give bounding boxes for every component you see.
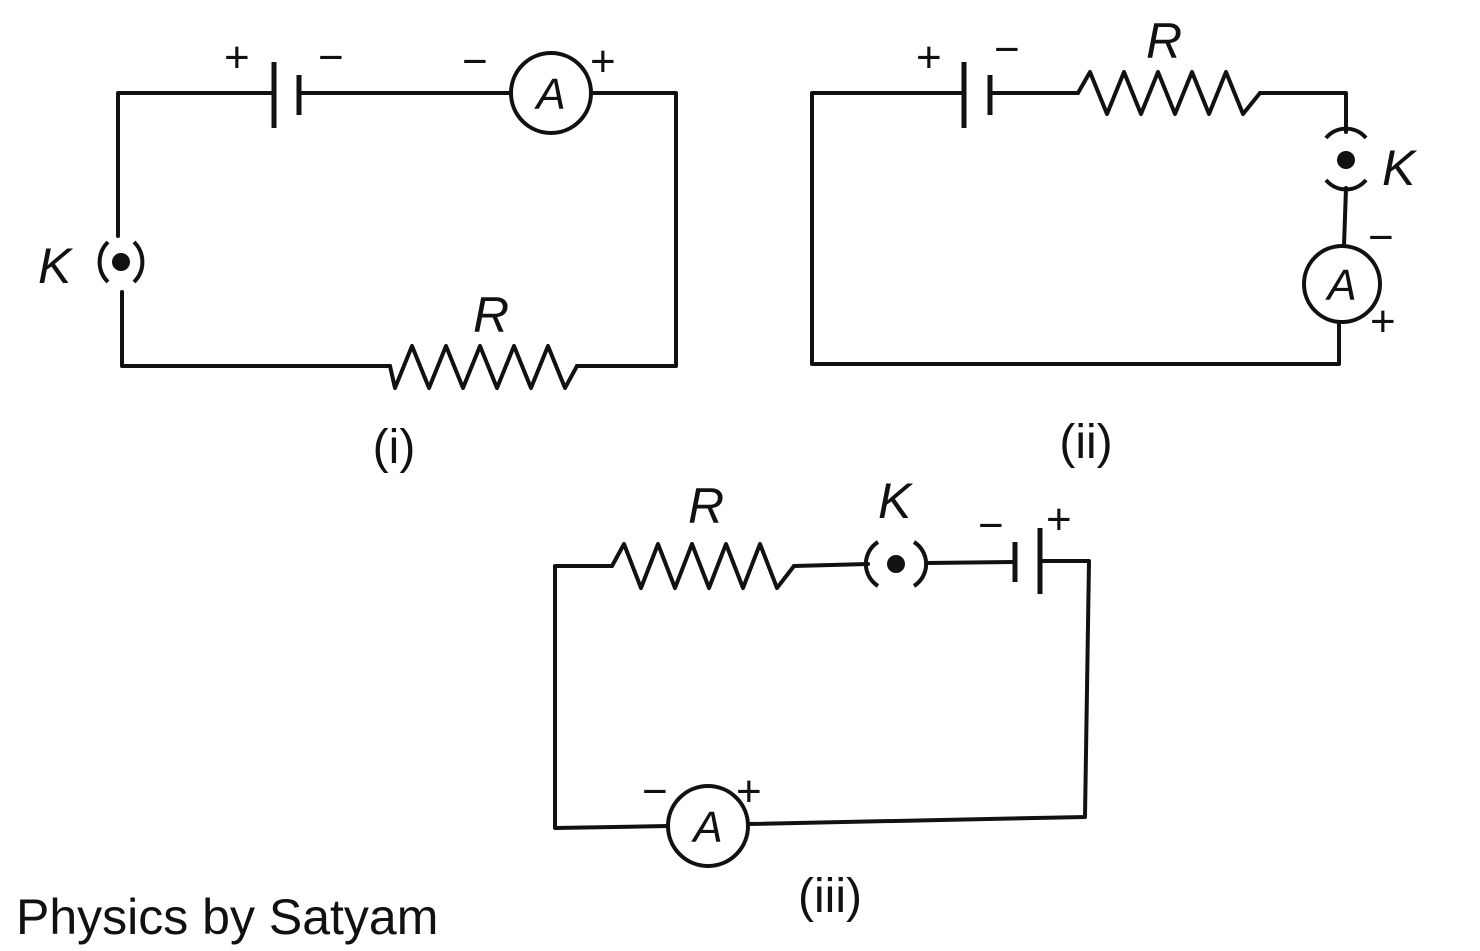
circuit-ii-key-top-arc <box>1324 126 1368 140</box>
circuit-ii-ammeter-letter: A <box>1324 261 1356 310</box>
circuit-i-ammeter-minus: − <box>462 37 488 86</box>
circuit-ii-wire-right-top <box>1258 91 1348 134</box>
circuit-ii-wire-left <box>810 91 1341 366</box>
circuit-ii-ammeter <box>1302 244 1382 324</box>
circuit-i-ammeter-plus: + <box>590 37 616 86</box>
circuit-iii-key-label: K <box>878 473 914 529</box>
circuit-iii-wire-top-middle <box>792 562 870 568</box>
circuit-ii-key-plug <box>1337 151 1355 169</box>
circuit-i-key-right-arc <box>132 240 145 284</box>
circuit-iii-ammeter-plus: + <box>736 767 762 816</box>
circuit-iii-resistor <box>610 542 796 590</box>
circuit-ii-battery-plus: + <box>916 33 942 82</box>
circuit-iii: R K − + − + A (iii) <box>553 473 1091 923</box>
circuit-i-wire-top-left <box>116 91 274 232</box>
circuit-iii-wire-left <box>553 564 670 830</box>
circuit-i-resistor <box>388 344 579 390</box>
circuit-ii-ammeter-plus: + <box>1370 297 1396 346</box>
watermark-text: Physics by Satyam <box>16 889 438 945</box>
circuit-iii-wire-top-right <box>924 560 1015 565</box>
circuit-iii-key-plug <box>887 555 905 573</box>
circuit-iii-battery-minus: − <box>978 501 1004 550</box>
circuit-ii-ammeter-minus: − <box>1368 213 1394 262</box>
circuit-ii-battery-minus: − <box>994 25 1020 74</box>
circuit-ii-wire-right-middle <box>1342 186 1348 248</box>
circuit-iii-ammeter <box>666 784 750 868</box>
circuit-i-caption: (i) <box>373 421 416 474</box>
circuit-iii-wire-right <box>746 559 1091 826</box>
circuit-i-ammeter-letter: A <box>533 70 565 119</box>
circuit-iii-battery-plus: + <box>1046 495 1072 544</box>
circuit-ii-key-label: K <box>1382 140 1418 196</box>
circuit-iii-resistor-label: R <box>688 478 724 534</box>
circuit-ii-caption: (ii) <box>1059 416 1112 469</box>
circuit-iii-ammeter-letter: A <box>690 803 722 852</box>
circuit-i-resistor-label: R <box>473 287 509 343</box>
circuit-i-key-label: K <box>38 238 74 294</box>
circuit-i-battery-plus: + <box>224 33 250 82</box>
circuit-i-battery-minus: − <box>318 33 344 82</box>
circuit-i: + − − + A K R (i) <box>38 33 678 474</box>
circuit-iii-caption: (iii) <box>798 870 862 923</box>
circuit-i-wire-bottom-left <box>120 290 392 368</box>
circuit-ii: + − R K − + A (ii) <box>810 13 1418 469</box>
circuit-iii-ammeter-minus: − <box>642 767 668 816</box>
circuit-ii-resistor <box>1076 70 1262 116</box>
circuit-iii-key-left-arc <box>863 540 880 588</box>
circuit-i-wire-right <box>575 91 678 368</box>
circuit-i-key-plug <box>112 253 130 271</box>
circuit-ii-resistor-label: R <box>1146 13 1182 69</box>
circuit-i-key-left-arc <box>97 240 110 284</box>
